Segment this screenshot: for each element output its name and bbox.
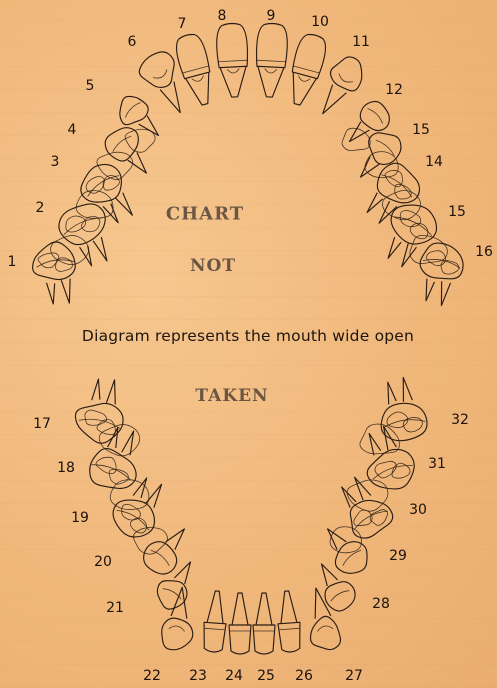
tooth-8 bbox=[216, 23, 250, 98]
upper-tooth-number-1: 1 bbox=[8, 255, 17, 269]
lower-tooth-number-14: 30 bbox=[409, 503, 427, 517]
tooth-22 bbox=[159, 585, 201, 653]
tooth-7 bbox=[173, 32, 219, 108]
upper-tooth-number-16: 16 bbox=[475, 245, 493, 259]
stamp-taken: TAKEN bbox=[195, 386, 268, 406]
tooth-10 bbox=[283, 32, 329, 108]
tooth-1 bbox=[29, 239, 82, 308]
tooth-19 bbox=[106, 470, 175, 545]
upper-tooth-number-10: 10 bbox=[311, 15, 329, 29]
upper-tooth-number-2: 2 bbox=[36, 201, 45, 215]
lower-tooth-number-4: 20 bbox=[94, 555, 112, 569]
lower-tooth-number-9: 25 bbox=[257, 669, 275, 683]
upper-tooth-number-9: 9 bbox=[267, 9, 276, 23]
lower-arch bbox=[71, 374, 429, 654]
upper-tooth-number-7: 7 bbox=[178, 17, 187, 31]
stamp-chart: CHART bbox=[166, 204, 244, 225]
upper-tooth-number-6: 6 bbox=[128, 35, 137, 49]
tooth-24 bbox=[229, 593, 251, 654]
tooth-outline bbox=[97, 152, 133, 179]
lower-tooth-number-3: 19 bbox=[71, 511, 89, 525]
upper-tooth-number-5: 5 bbox=[86, 79, 95, 93]
stamp-not: NOT bbox=[190, 256, 236, 276]
lower-tooth-number-10: 26 bbox=[295, 669, 313, 683]
lower-tooth-number-15: 31 bbox=[428, 457, 446, 471]
tooth-3 bbox=[73, 157, 144, 232]
lower-tooth-number-5: 21 bbox=[106, 601, 124, 615]
upper-tooth-number-15: 15 bbox=[448, 205, 466, 219]
upper-tooth-number-11: 11 bbox=[352, 35, 370, 49]
upper-tooth-number-8: 8 bbox=[218, 9, 227, 23]
tooth-4 bbox=[100, 121, 161, 184]
lower-tooth-number-2: 18 bbox=[57, 461, 75, 475]
upper-arch bbox=[29, 23, 467, 309]
lower-tooth-number-7: 23 bbox=[189, 669, 207, 683]
upper-tooth-number-4: 4 bbox=[68, 123, 77, 137]
upper-tooth-number-12: 12 bbox=[385, 83, 403, 97]
tooth-12 bbox=[339, 97, 395, 153]
lower-tooth-number-11: 27 bbox=[345, 669, 363, 683]
tooth-outline bbox=[330, 527, 361, 553]
lower-tooth-number-6: 22 bbox=[143, 669, 161, 683]
upper-tooth-number-3: 3 bbox=[51, 155, 60, 169]
tooth-23 bbox=[202, 590, 228, 652]
tooth-28 bbox=[309, 556, 361, 615]
tooth-25 bbox=[253, 593, 275, 654]
lower-tooth-number-16: 32 bbox=[451, 413, 469, 427]
tooth-16 bbox=[413, 240, 466, 308]
lower-tooth-number-13: 29 bbox=[389, 549, 407, 563]
tooth-17 bbox=[71, 374, 130, 446]
upper-tooth-number-13: 15 bbox=[412, 123, 430, 137]
tooth-5 bbox=[111, 90, 168, 147]
tooth-outline bbox=[99, 425, 139, 456]
tooth-9 bbox=[254, 23, 288, 98]
tooth-32 bbox=[373, 375, 429, 444]
lower-tooth-number-12: 28 bbox=[372, 597, 390, 611]
tooth-outline bbox=[125, 129, 155, 152]
upper-tooth-number-14: 14 bbox=[425, 155, 443, 169]
lower-tooth-number-1: 17 bbox=[33, 417, 51, 431]
tooth-26 bbox=[276, 590, 302, 652]
diagram-caption: Diagram represents the mouth wide open bbox=[82, 327, 414, 345]
tooth-30 bbox=[330, 470, 397, 543]
lower-tooth-number-8: 24 bbox=[225, 669, 243, 683]
